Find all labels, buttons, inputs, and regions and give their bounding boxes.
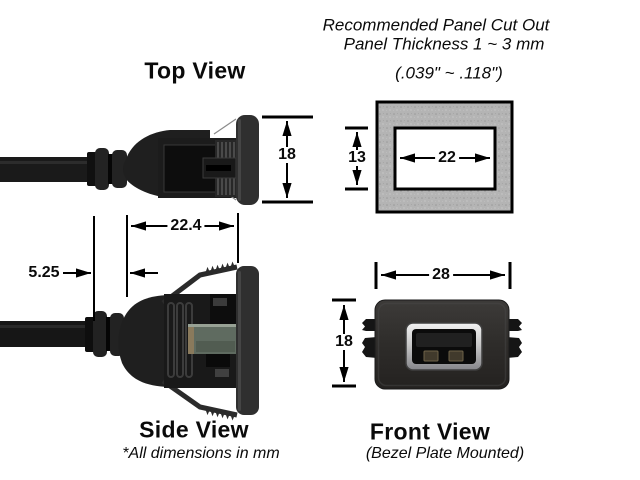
front-view-photo bbox=[362, 299, 522, 390]
panel-note-line-1: Recommended Panel Cut Out bbox=[322, 15, 550, 35]
side-view-title: Side View bbox=[139, 416, 249, 443]
dim-label-bezel-width: 28 bbox=[429, 267, 453, 283]
dim-label-bezel-height: 18 bbox=[332, 334, 356, 350]
top-view-photo bbox=[0, 115, 259, 205]
dim-label-cutout-width: 22 bbox=[435, 150, 459, 166]
front-view-subtitle: (Bezel Plate Mounted) bbox=[365, 445, 525, 462]
clip-serrations bbox=[205, 261, 235, 421]
dim-label-body-length: 22.4 bbox=[167, 218, 205, 234]
top-view-title: Top View bbox=[144, 57, 246, 84]
front-view-title: Front View bbox=[369, 418, 491, 445]
panel-note-line-3: (.039" ~ .118") bbox=[395, 63, 503, 83]
panel-note-line-2: Panel Thickness 1 ~ 3 mm bbox=[343, 34, 545, 54]
dim-label-strain-relief: 5.25 bbox=[25, 265, 63, 281]
dim-label-top-height: 18 bbox=[275, 147, 299, 163]
side-view-photo bbox=[0, 261, 259, 421]
dim-label-cutout-height: 13 bbox=[345, 150, 369, 166]
units-note: *All dimensions in mm bbox=[122, 445, 280, 462]
